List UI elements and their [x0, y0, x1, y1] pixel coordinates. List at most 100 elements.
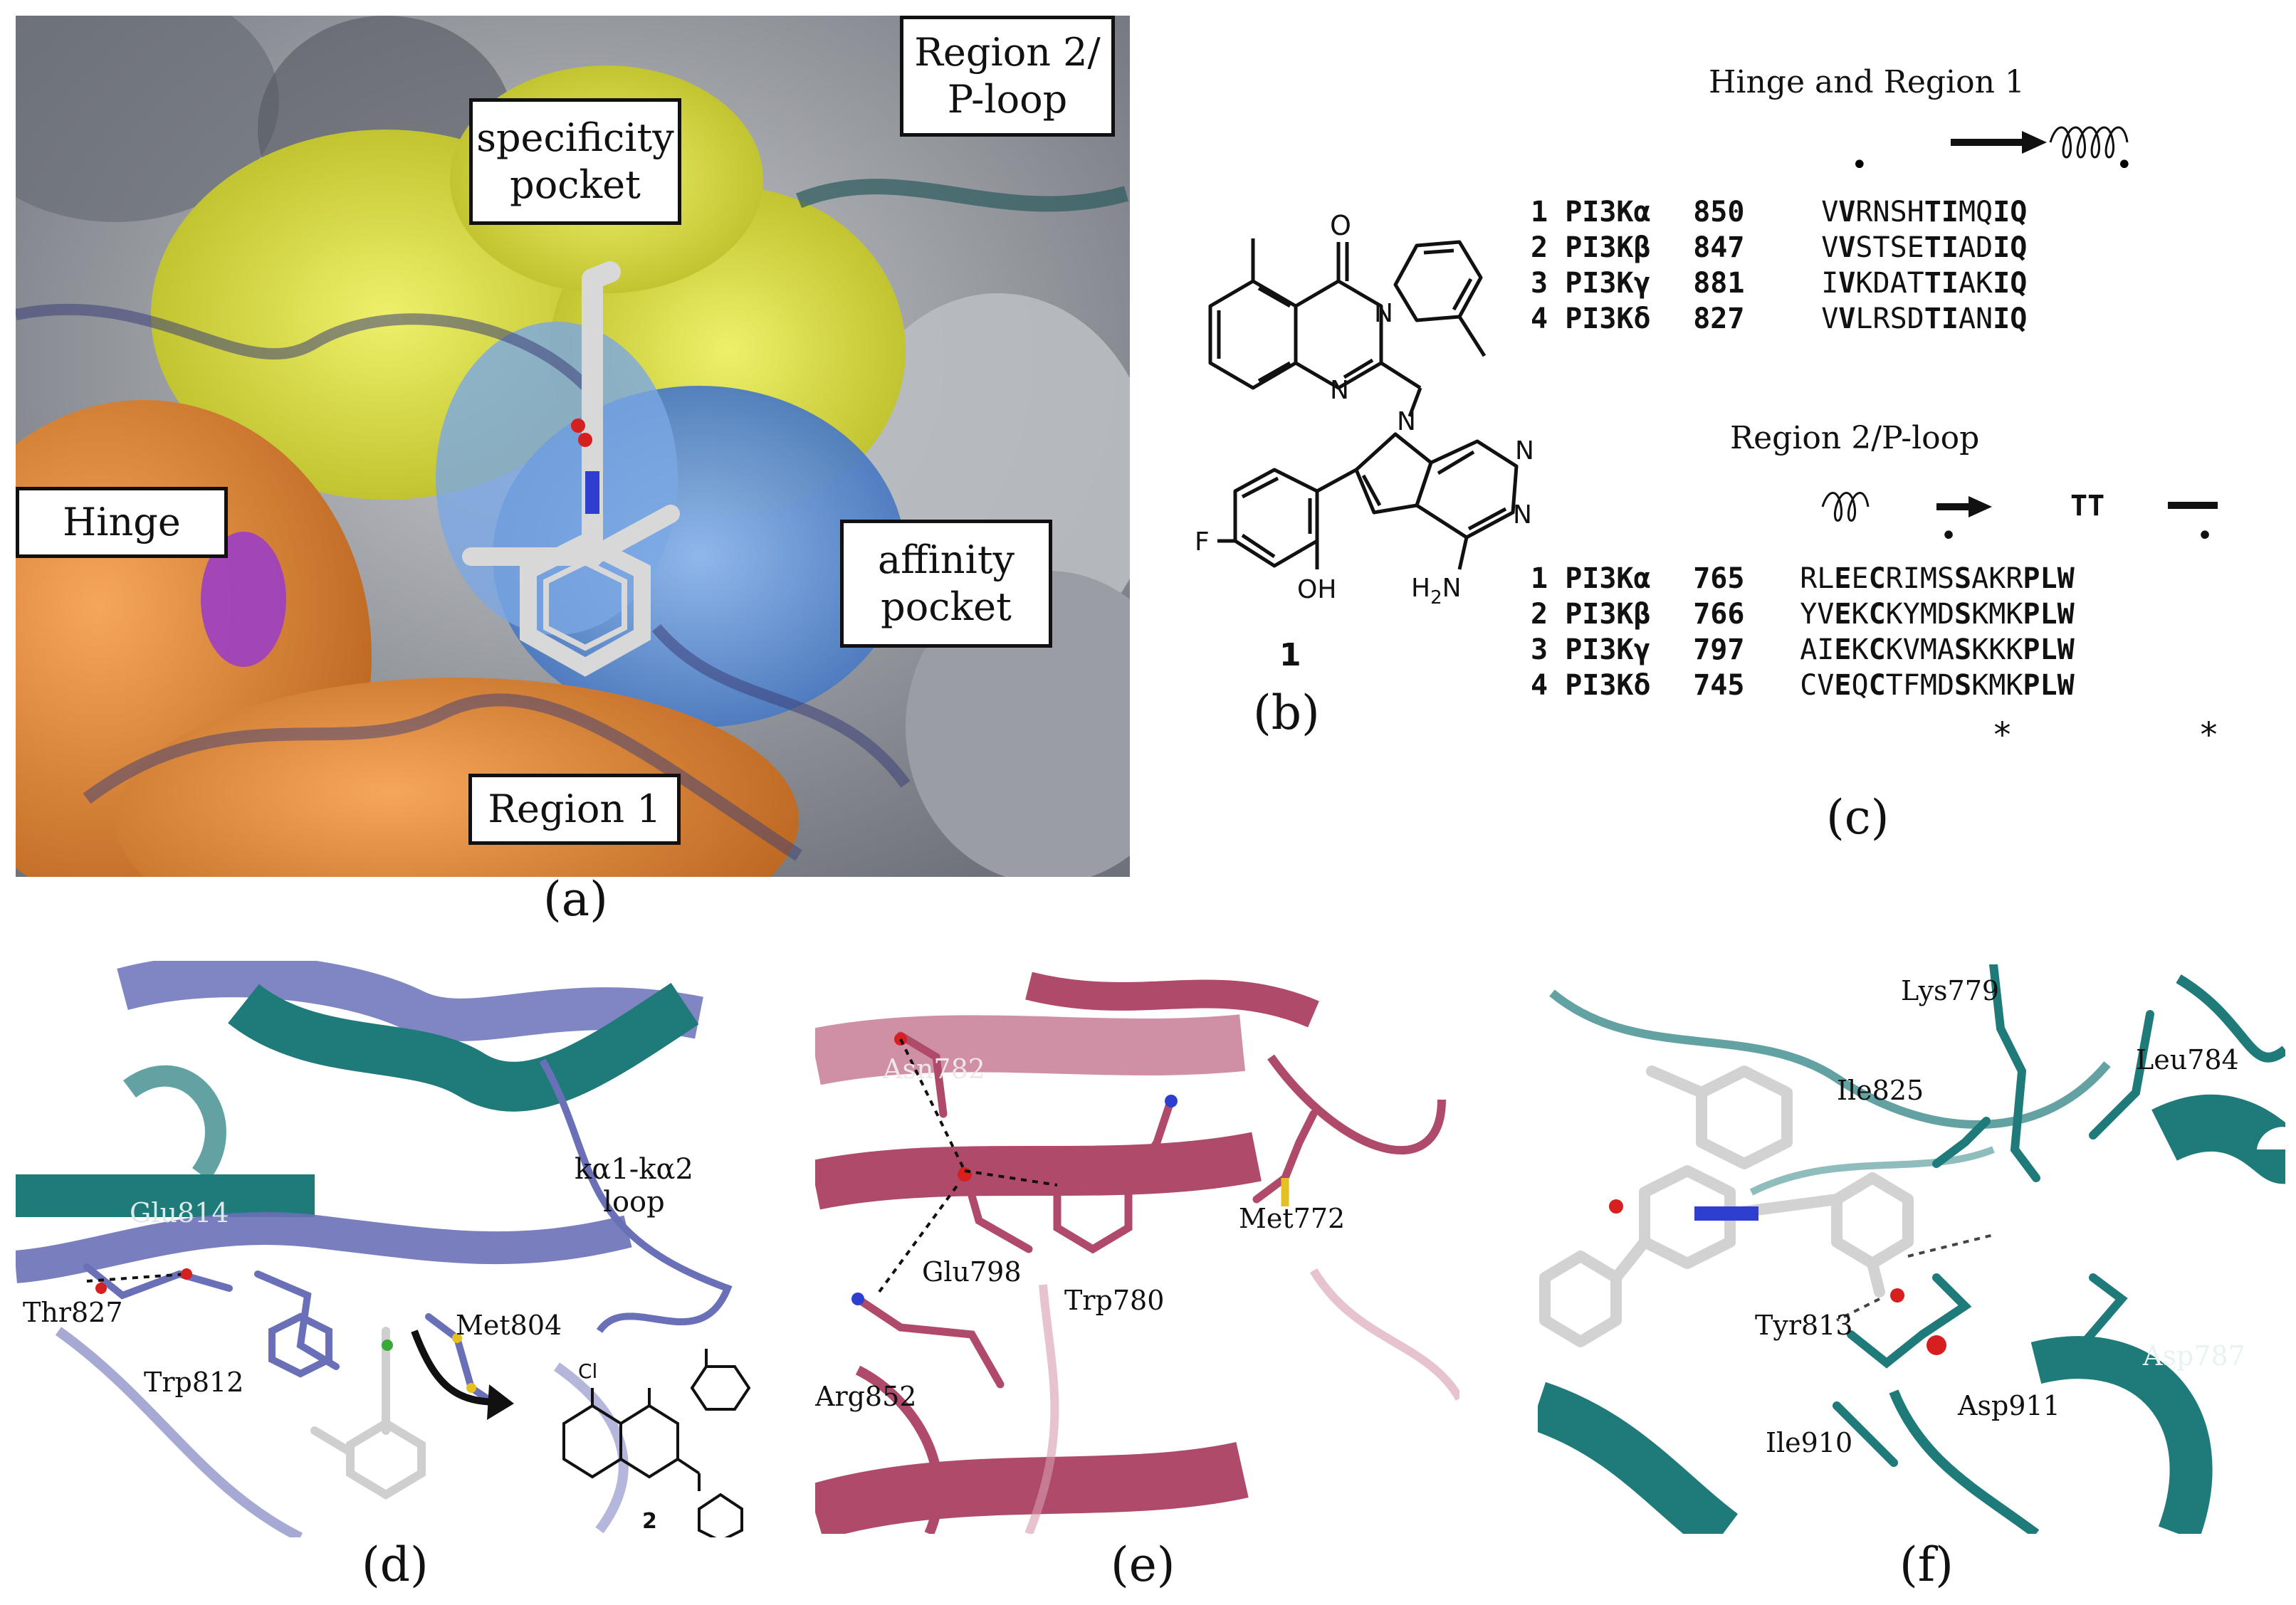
alignment-row: 4 PI3Kδ 827 VVLRSDTIANIQ [1531, 302, 2027, 335]
row-index: 3 [1531, 267, 1548, 300]
row-protein-name: PI3Kγ [1565, 267, 1651, 300]
row-index: 1 [1531, 562, 1548, 595]
row-index: 4 [1531, 302, 1548, 335]
region2-ploop-callout: Region 2/ P-loop [900, 16, 1115, 137]
conservation-star-1: * [1992, 715, 2013, 755]
label-lys779: Lys779 [1901, 975, 2000, 1006]
block1-secondary-structure: • • [1851, 126, 2133, 181]
alignment-row: 1 PI3Kα 850 VVRNSHTIMQIQ [1531, 196, 2027, 228]
label-met804: Met804 [456, 1310, 562, 1341]
label-asn782: Asn782 [883, 1053, 985, 1085]
panel-b-label: (b) [1253, 685, 1320, 740]
panel-f-label: (f) [1899, 1537, 1954, 1592]
row-index: 1 [1531, 196, 1548, 228]
compound-1-amine: H2N [1411, 574, 1462, 609]
panel-a-surface-view: Region 2/ P-loop specificity pocket Hing… [16, 16, 1130, 877]
specificity-pocket-callout: specificity pocket [469, 98, 681, 225]
compound-1-fluorine: F [1195, 527, 1210, 557]
label-met772: Met772 [1239, 1203, 1346, 1234]
compound-1-n1: N [1330, 376, 1349, 405]
alignment-row: 3 PI3Kγ 797 AIEKCKVMASKKKPLW [1531, 633, 2075, 666]
label-ile825: Ile825 [1837, 1075, 1924, 1106]
row-protein-name: PI3Kβ [1565, 598, 1651, 631]
row-protein-name: PI3Kδ [1565, 669, 1651, 702]
compound-2-chloro: Cl [578, 1359, 598, 1383]
row-protein-name: PI3Kβ [1565, 231, 1651, 264]
region1-callout: Region 1 [468, 774, 681, 845]
row-residue-number: 765 [1693, 562, 1745, 595]
alignment-row: 4 PI3Kδ 745 CVEQCTFMDSKMKPLW [1531, 669, 2075, 702]
label-glu814: Glu814 [130, 1197, 229, 1228]
panel-d-cartoon [16, 961, 751, 1537]
row-sequence: VVSTSETIADIQ [1821, 231, 2028, 264]
panel-f-cartoon [1538, 964, 2285, 1534]
alignment-row: 2 PI3Kβ 847 VVSTSETIADIQ [1531, 231, 2027, 264]
row-sequence: IVKDATTIAKIQ [1821, 267, 2028, 300]
row-protein-name: PI3Kγ [1565, 633, 1651, 666]
hinge-callout: Hinge [16, 487, 228, 558]
label-tyr813: Tyr813 [1755, 1310, 1853, 1341]
turn-annotation: TT [2070, 490, 2105, 522]
label-trp812: Trp812 [144, 1367, 244, 1398]
panel-e-label: (e) [1111, 1537, 1175, 1592]
panel-e-interactions: Asn782 Glu798 Trp780 Met772 Arg852 [815, 972, 1459, 1534]
label-asp911: Asp911 [1958, 1390, 2060, 1421]
svg-text:•: • [2116, 149, 2133, 181]
compound-1-pyrazole-n: N [1397, 407, 1416, 436]
panel-e-cartoon [815, 972, 1459, 1534]
row-index: 2 [1531, 231, 1548, 264]
label-leu784: Leu784 [2136, 1044, 2239, 1075]
alignment-row: 3 PI3Kγ 881 IVKDATTIAKIQ [1531, 267, 2027, 300]
row-index: 4 [1531, 669, 1548, 702]
alignment-row: 2 PI3Kβ 766 YVEKCKYMDSKMKPLW [1531, 598, 2075, 631]
row-sequence: YVEKCKYMDSKMKPLW [1800, 598, 2075, 631]
row-protein-name: PI3Kδ [1565, 302, 1651, 335]
row-residue-number: 766 [1693, 598, 1745, 631]
compound-2-number: 2 [642, 1509, 657, 1534]
panel-c-alignment: Hinge and Region 1 • • 1 PI3Kα 850 VVRNSHT… [1502, 50, 2257, 769]
helix-coil-icon [2049, 126, 2129, 159]
panel-d-label: (d) [362, 1537, 429, 1592]
conservation-star-2: * [2198, 715, 2219, 755]
label-glu798: Glu798 [922, 1256, 1022, 1288]
row-residue-number: 745 [1693, 669, 1745, 702]
row-residue-number: 847 [1693, 231, 1745, 264]
panel-a-label: (a) [543, 872, 608, 927]
row-sequence: VVLRSDTIANIQ [1821, 302, 2028, 335]
panel-d-overlay: Glu814 Thr827 Trp812 Met804 kα1-kα2 loop… [16, 961, 770, 1537]
ligand-sticks [462, 268, 680, 677]
label-ile910: Ile910 [1766, 1427, 1853, 1458]
row-sequence: VVRNSHTIMQIQ [1821, 196, 2028, 228]
label-asp787: Asp787 [2143, 1340, 2245, 1372]
svg-text:•: • [1851, 149, 1868, 181]
row-protein-name: PI3Kα [1565, 196, 1651, 228]
row-residue-number: 850 [1693, 196, 1745, 228]
label-arg852: Arg852 [815, 1381, 917, 1412]
row-index: 2 [1531, 598, 1548, 631]
row-protein-name: PI3Kα [1565, 562, 1651, 595]
panel-c-label: (c) [1826, 790, 1889, 845]
compound-1-oxygen: O [1330, 210, 1351, 241]
block2-marker-1: • [1940, 520, 1958, 552]
compound-1-number: 1 [1279, 637, 1301, 673]
affinity-pocket-callout: affinity pocket [840, 520, 1052, 648]
rotation-arrow [411, 1330, 500, 1406]
row-sequence: CVEQCTFMDSKMKPLW [1800, 669, 2075, 702]
block2-marker-2: • [2196, 520, 2214, 552]
helix-coil-icon-2 [1821, 492, 1870, 522]
label-ka1-ka2-loop: kα1-kα2 loop [575, 1153, 693, 1219]
label-trp780: Trp780 [1064, 1285, 1165, 1316]
alignment-row: 1 PI3Kα 765 RLEECRIMSSAKRPLW [1531, 562, 2075, 595]
row-residue-number: 881 [1693, 267, 1745, 300]
block2-secondary-structure [1821, 492, 2218, 522]
row-sequence: AIEKCKVMASKKKPLW [1800, 633, 2075, 666]
row-sequence: RLEECRIMSSAKRPLW [1800, 562, 2075, 595]
compound-1-hydroxyl: OH [1297, 575, 1336, 604]
row-residue-number: 827 [1693, 302, 1745, 335]
panel-f-binding-site: Lys779 Ile825 Leu784 Tyr813 Asp787 Asp91… [1538, 964, 2285, 1534]
label-thr827: Thr827 [23, 1297, 123, 1328]
row-residue-number: 797 [1693, 633, 1745, 666]
compound-1-n3: N [1374, 299, 1393, 328]
alignment-block1-title: Hinge and Region 1 [1709, 64, 2025, 100]
row-index: 3 [1531, 633, 1548, 666]
